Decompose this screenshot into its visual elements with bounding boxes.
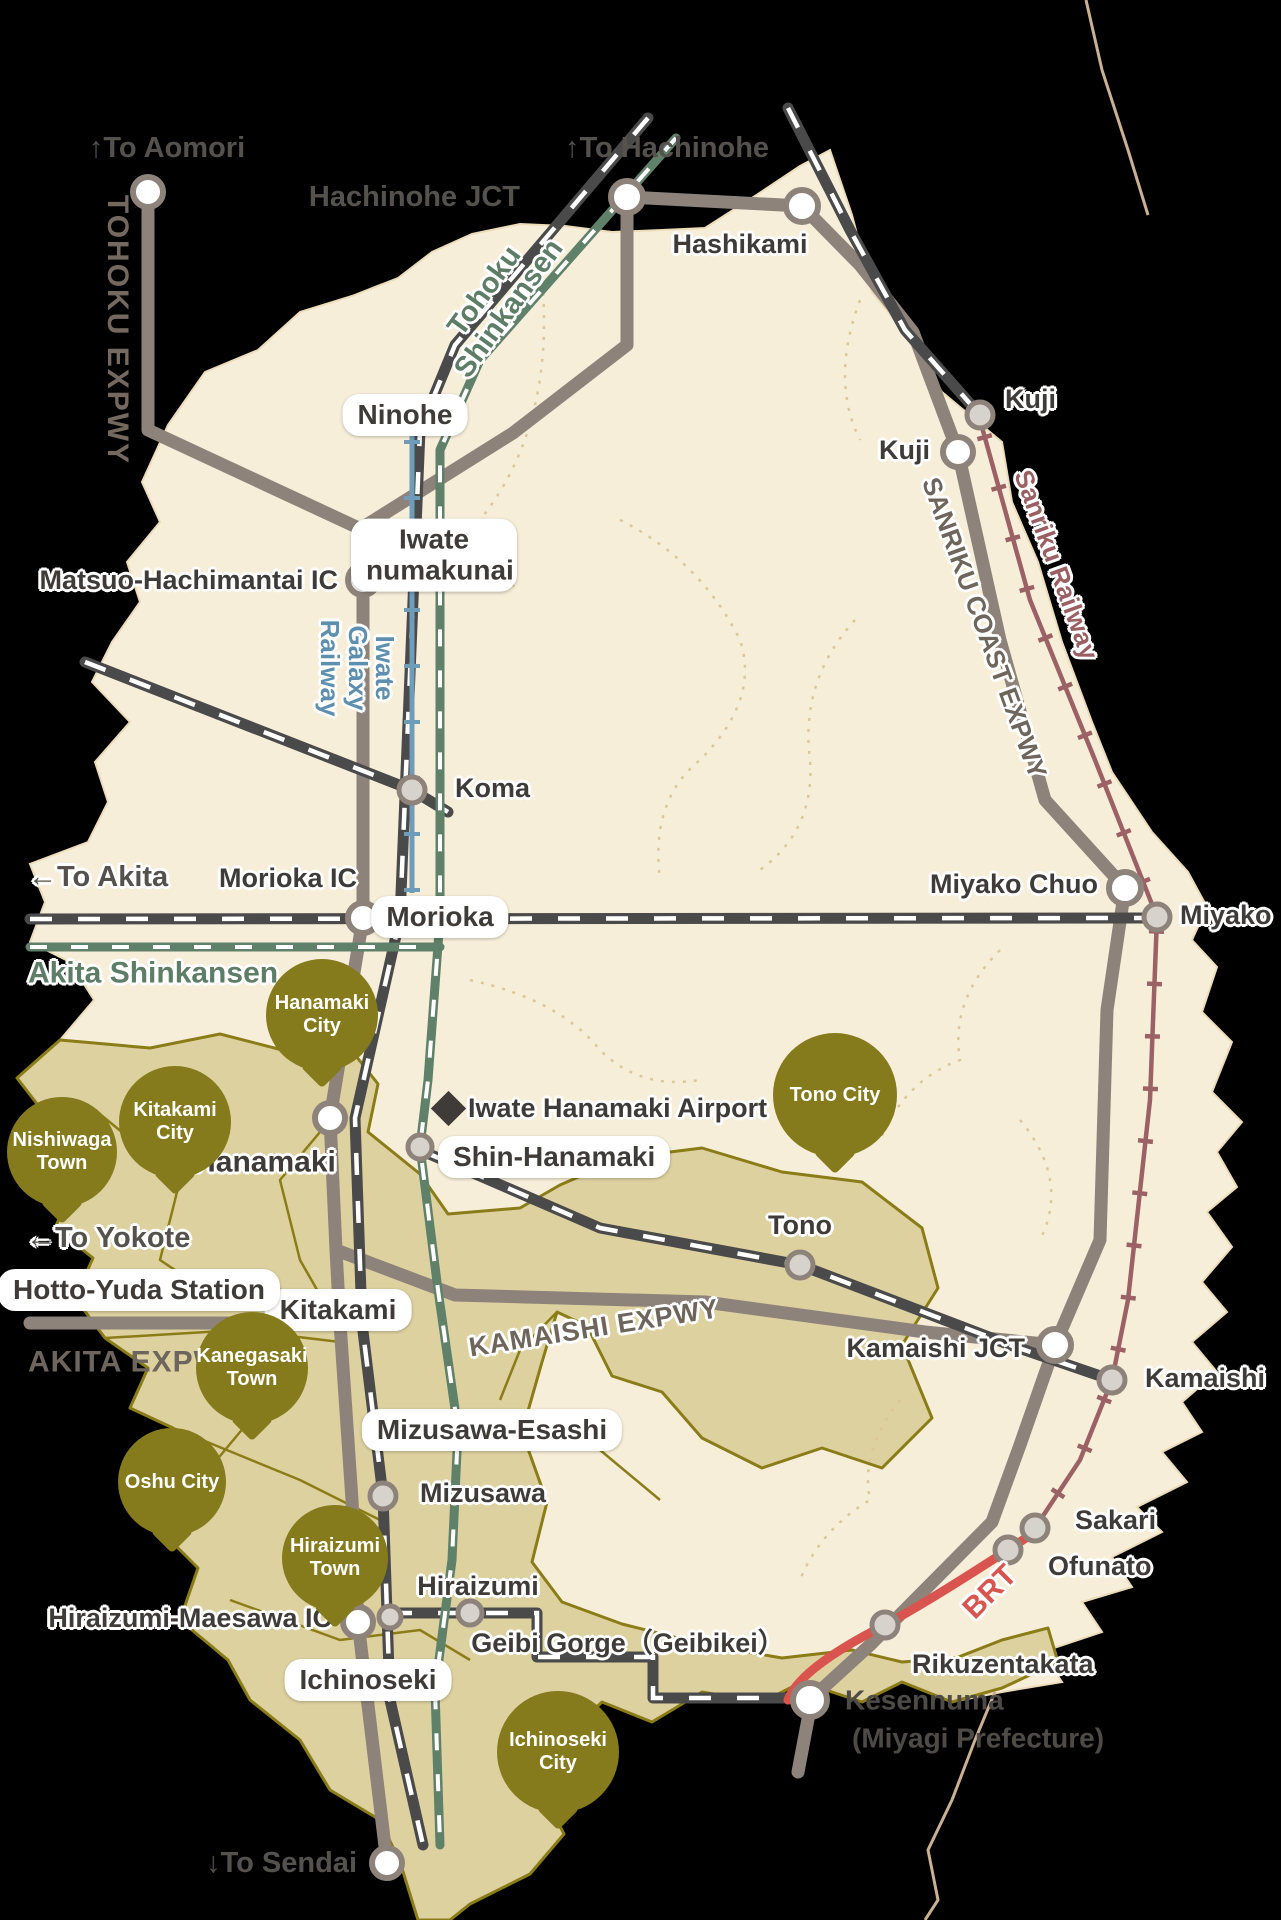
label-morioka-ic: Morioka IC	[218, 862, 357, 893]
badge-kanegasaki-town: Kanegasaki Town	[196, 1312, 308, 1442]
station-marker-sakari	[1019, 1512, 1051, 1544]
label-matsuo-hachimantai-ic: Matsuo-Hachimantai IC	[39, 564, 338, 595]
direction-to-hachinohe: ↑To Hachinohe	[564, 131, 770, 164]
direction-to-yokote: ←To Yokote	[26, 1221, 191, 1254]
badge-nishiwaga-town: Nishiwaga Town	[7, 1097, 117, 1225]
direction-to-sendai: ↓To Sendai	[206, 1846, 357, 1879]
jr-yamada-line	[24, 912, 1156, 925]
badge-hanamaki-city: Hanamaki City	[266, 959, 378, 1089]
label-tohoku-expwy: TOHOKU EXPWY	[100, 194, 134, 466]
station-marker-miyako	[1141, 901, 1173, 933]
label-ofunato: Ofunato	[1048, 1550, 1152, 1581]
label-kamaishi-jct: Kamaishi JCT	[846, 1332, 1025, 1363]
station-marker-tono	[784, 1249, 816, 1281]
tohoku-expwy-north	[141, 185, 370, 925]
pill-ninohe: Ninohe	[342, 394, 468, 436]
label-hiraizumi-maesawa-ic: Hiraizumi-Maesawa IC	[48, 1602, 332, 1633]
station-marker-hiraizumi-jr	[376, 1603, 404, 1631]
label-kamaishi: Kamaishi	[1145, 1362, 1266, 1393]
station-markers-gray	[367, 399, 1173, 1641]
marker-to-aomori-terminal	[130, 174, 166, 210]
marker-kesennuma	[790, 1680, 830, 1720]
marker-miyako-chuo	[1106, 869, 1144, 907]
pill-shin-hanamaki: Shin-Hanamaki	[438, 1136, 671, 1178]
label-mizusawa: Mizusawa	[420, 1477, 547, 1508]
station-marker-mizusawa	[367, 1480, 399, 1512]
hachinohe-top-road	[620, 190, 809, 213]
label-kesennuma-prefecture: (Miyagi Prefecture)	[852, 1722, 1105, 1754]
label-miyako: Miyako	[1180, 899, 1272, 930]
label-kuji-rail: Kuji	[1005, 383, 1056, 414]
badge-ichinoseki-city: Ichinoseki City	[497, 1691, 619, 1831]
sanriku-railway-line	[976, 419, 1165, 1533]
kamaishi-expwy-line	[329, 1243, 1062, 1352]
label-kesennuma: Kesennuma	[845, 1684, 1004, 1716]
prefecture-boundary-lines	[923, 0, 1150, 1920]
pill-hotto-yuda-station: Hotto-Yuda Station	[0, 1269, 280, 1311]
badge-kitakami-city: Kitakami City	[119, 1066, 231, 1196]
label-iwate-galaxy-railway: Iwate Galaxy Railway	[315, 619, 400, 717]
pill-ichinoseki: Ichinoseki	[284, 1659, 452, 1701]
label-hiraizumi: Hiraizumi	[417, 1570, 539, 1601]
station-marker-koma	[396, 774, 428, 806]
label-hashikami: Hashikami	[672, 228, 808, 259]
marker-hashikami	[783, 187, 821, 225]
label-geibi-gorge: Geibi Gorge（Geibikei）	[471, 1627, 785, 1658]
station-marker-shin-hanamaki	[405, 1132, 435, 1162]
direction-to-akita: ←To Akita	[28, 860, 169, 893]
marker-hanamaki-ic	[312, 1100, 348, 1136]
marker-hachinohe-jct	[608, 178, 646, 216]
marker-kuji-ic	[940, 434, 976, 470]
station-marker-kamaishi	[1096, 1364, 1128, 1396]
station-marker-kuji-rail	[964, 399, 996, 431]
pill-morioka: Morioka	[371, 896, 509, 938]
label-rikuzentakata: Rikuzentakata	[912, 1648, 1094, 1679]
label-tono: Tono	[768, 1209, 832, 1240]
badge-oshu-city: Oshu City	[118, 1428, 226, 1554]
pill-kitakami: Kitakami	[264, 1289, 412, 1331]
badge-hiraizumi-town: Hiraizumi Town	[282, 1505, 388, 1629]
label-sakari: Sakari	[1075, 1504, 1157, 1535]
label-hachinohe-jct: Hachinohe JCT	[308, 180, 520, 213]
marker-to-sendai-terminal	[369, 1845, 405, 1881]
label-iwate-hanamaki-airport: Iwate Hanamaki Airport	[468, 1092, 768, 1123]
ic-markers-white	[130, 174, 1144, 1881]
label-miyako-chuo: Miyako Chuo	[929, 868, 1098, 899]
label-akita-shinkansen: Akita Shinkansen	[28, 956, 279, 990]
station-marker-ofunato	[992, 1534, 1024, 1566]
pill-mizusawa-esashi: Mizusawa-Esashi	[361, 1409, 623, 1451]
pill-iwate-numakunai: Iwate numakunai	[351, 518, 517, 592]
station-marker-rikuzentakata	[869, 1609, 901, 1641]
marker-kamaishi-jct	[1036, 1326, 1074, 1364]
label-kuji-ic: Kuji	[879, 434, 930, 465]
marker-hiraizumi-maesawa-ic	[340, 1604, 376, 1640]
badge-tono-city: Tono City	[773, 1033, 897, 1175]
station-marker-hiraizumi	[455, 1598, 485, 1628]
label-koma: Koma	[455, 772, 531, 803]
direction-to-aomori: ↑To Aomori	[88, 131, 246, 164]
